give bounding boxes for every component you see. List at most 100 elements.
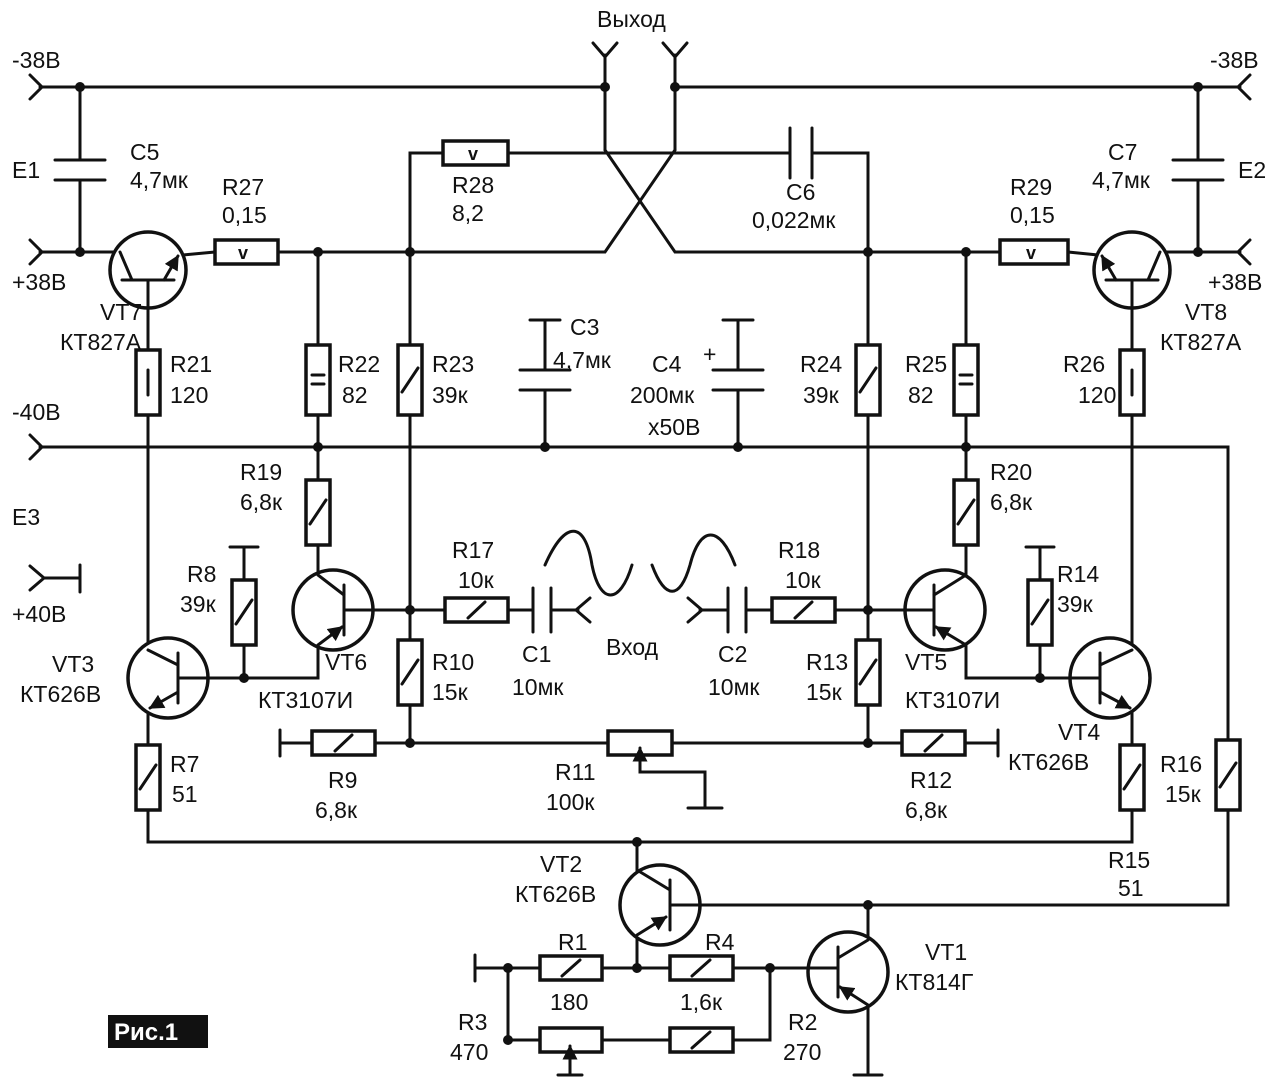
svg-text:VT5: VT5 <box>905 649 947 675</box>
svg-text:270: 270 <box>783 1039 821 1065</box>
transistor-vt4 <box>1068 636 1152 720</box>
svg-text:КТ3107И: КТ3107И <box>905 687 1000 713</box>
svg-text:15к: 15к <box>806 679 843 705</box>
svg-text:КТ827А: КТ827А <box>60 329 142 355</box>
transistors <box>108 230 1172 1014</box>
label-output: Выход <box>597 6 666 32</box>
svg-text:R14: R14 <box>1057 561 1099 587</box>
svg-text:8,2: 8,2 <box>452 200 484 226</box>
transistor-vt6 <box>291 568 376 652</box>
svg-text:4,7мк: 4,7мк <box>1092 167 1151 193</box>
svg-text:6,8к: 6,8к <box>905 797 948 823</box>
capacitor-c2 <box>726 586 748 634</box>
label-rail-pos38-left: +38В <box>12 269 66 295</box>
svg-text:R7: R7 <box>170 751 199 777</box>
svg-text:R17: R17 <box>452 537 494 563</box>
svg-text:КТ3107И: КТ3107И <box>258 687 353 713</box>
svg-text:R29: R29 <box>1010 174 1052 200</box>
svg-text:R1: R1 <box>558 929 587 955</box>
svg-text:R15: R15 <box>1108 847 1150 873</box>
connector-symbols <box>28 41 1252 624</box>
svg-text:15к: 15к <box>1165 781 1202 807</box>
svg-text:R2: R2 <box>788 1009 817 1035</box>
svg-text:R4: R4 <box>705 929 735 955</box>
svg-text:39к: 39к <box>803 382 840 408</box>
svg-text:10к: 10к <box>458 567 495 593</box>
figure-label: Рис.1 <box>108 1015 208 1048</box>
svg-text:R13: R13 <box>806 649 848 675</box>
label-rail-neg38-right: -38В <box>1210 47 1259 73</box>
svg-text:C4: C4 <box>652 351 682 377</box>
svg-text:КТ626В: КТ626В <box>515 881 596 907</box>
resistor-r14 <box>1026 578 1054 647</box>
svg-text:R25: R25 <box>905 351 947 377</box>
label-e2: E2 <box>1238 157 1266 183</box>
svg-text:C7: C7 <box>1108 139 1137 165</box>
svg-text:6,8к: 6,8к <box>240 489 283 515</box>
svg-text:КТ626В: КТ626В <box>20 681 101 707</box>
capacitors <box>53 126 1225 634</box>
svg-text:0,15: 0,15 <box>1010 202 1055 228</box>
label-rail-pos38-right: +38В <box>1208 269 1262 295</box>
svg-text:VT1: VT1 <box>925 939 967 965</box>
svg-text:R18: R18 <box>778 537 820 563</box>
svg-text:100к: 100к <box>546 789 595 815</box>
transistor-vt1 <box>806 930 890 1014</box>
resistor-r25 <box>952 343 980 417</box>
label-rail-pos40: +40В <box>12 601 66 627</box>
ground-bars <box>78 545 1056 1077</box>
svg-text:v: v <box>468 144 478 164</box>
svg-text:R12: R12 <box>910 767 952 793</box>
junction-dots <box>75 82 1203 1045</box>
svg-text:4,7мк: 4,7мк <box>130 167 189 193</box>
svg-text:C5: C5 <box>130 139 159 165</box>
svg-text:39к: 39к <box>180 591 217 617</box>
svg-text:R20: R20 <box>990 459 1032 485</box>
svg-text:R16: R16 <box>1160 751 1202 777</box>
resistor-r29 <box>998 238 1070 266</box>
svg-text:R11: R11 <box>555 759 596 785</box>
svg-text:VT2: VT2 <box>540 851 582 877</box>
svg-text:R9: R9 <box>328 767 357 793</box>
svg-text:200мк: 200мк <box>630 382 695 408</box>
svg-text:VT3: VT3 <box>52 651 94 677</box>
svg-text:VT8: VT8 <box>1185 299 1227 325</box>
svg-text:6,8к: 6,8к <box>315 797 358 823</box>
svg-text:R21: R21 <box>170 351 212 377</box>
label-e3: E3 <box>12 504 40 530</box>
svg-text:R10: R10 <box>432 649 474 675</box>
svg-text:VT6: VT6 <box>325 649 367 675</box>
svg-text:КТ626В: КТ626В <box>1008 749 1089 775</box>
input-signal-waves <box>543 530 737 597</box>
transistor-vt8 <box>1092 230 1172 310</box>
svg-text:R26: R26 <box>1063 351 1105 377</box>
svg-text:4,7мк: 4,7мк <box>553 347 612 373</box>
capacitor-c5 <box>53 158 107 182</box>
svg-text:470: 470 <box>450 1039 488 1065</box>
svg-text:51: 51 <box>1118 875 1144 901</box>
resistors: v v v <box>134 139 1242 1054</box>
svg-text:C3: C3 <box>570 314 599 340</box>
transistor-vt7 <box>108 230 188 310</box>
resistor-r22 <box>304 343 332 417</box>
svg-text:v: v <box>238 243 248 263</box>
svg-text:x50В: x50В <box>648 414 700 440</box>
svg-text:R19: R19 <box>240 459 282 485</box>
resistor-r28 <box>441 139 510 167</box>
label-e1: E1 <box>12 157 40 183</box>
label-rail-neg40: -40В <box>12 399 61 425</box>
svg-text:1,6к: 1,6к <box>680 989 723 1015</box>
svg-text:120: 120 <box>1078 382 1116 408</box>
svg-text:10мк: 10мк <box>512 674 564 700</box>
svg-text:R22: R22 <box>338 351 380 377</box>
resistor-r18 <box>770 596 837 624</box>
svg-text:R24: R24 <box>800 351 842 377</box>
transistor-vt3 <box>126 636 210 720</box>
capacitor-c1 <box>531 586 553 634</box>
svg-text:C6: C6 <box>786 179 815 205</box>
potentiometer-wipers <box>562 746 648 1060</box>
resistor-r13 <box>854 638 882 707</box>
capacitor-c7 <box>1171 158 1225 182</box>
svg-text:R28: R28 <box>452 172 494 198</box>
